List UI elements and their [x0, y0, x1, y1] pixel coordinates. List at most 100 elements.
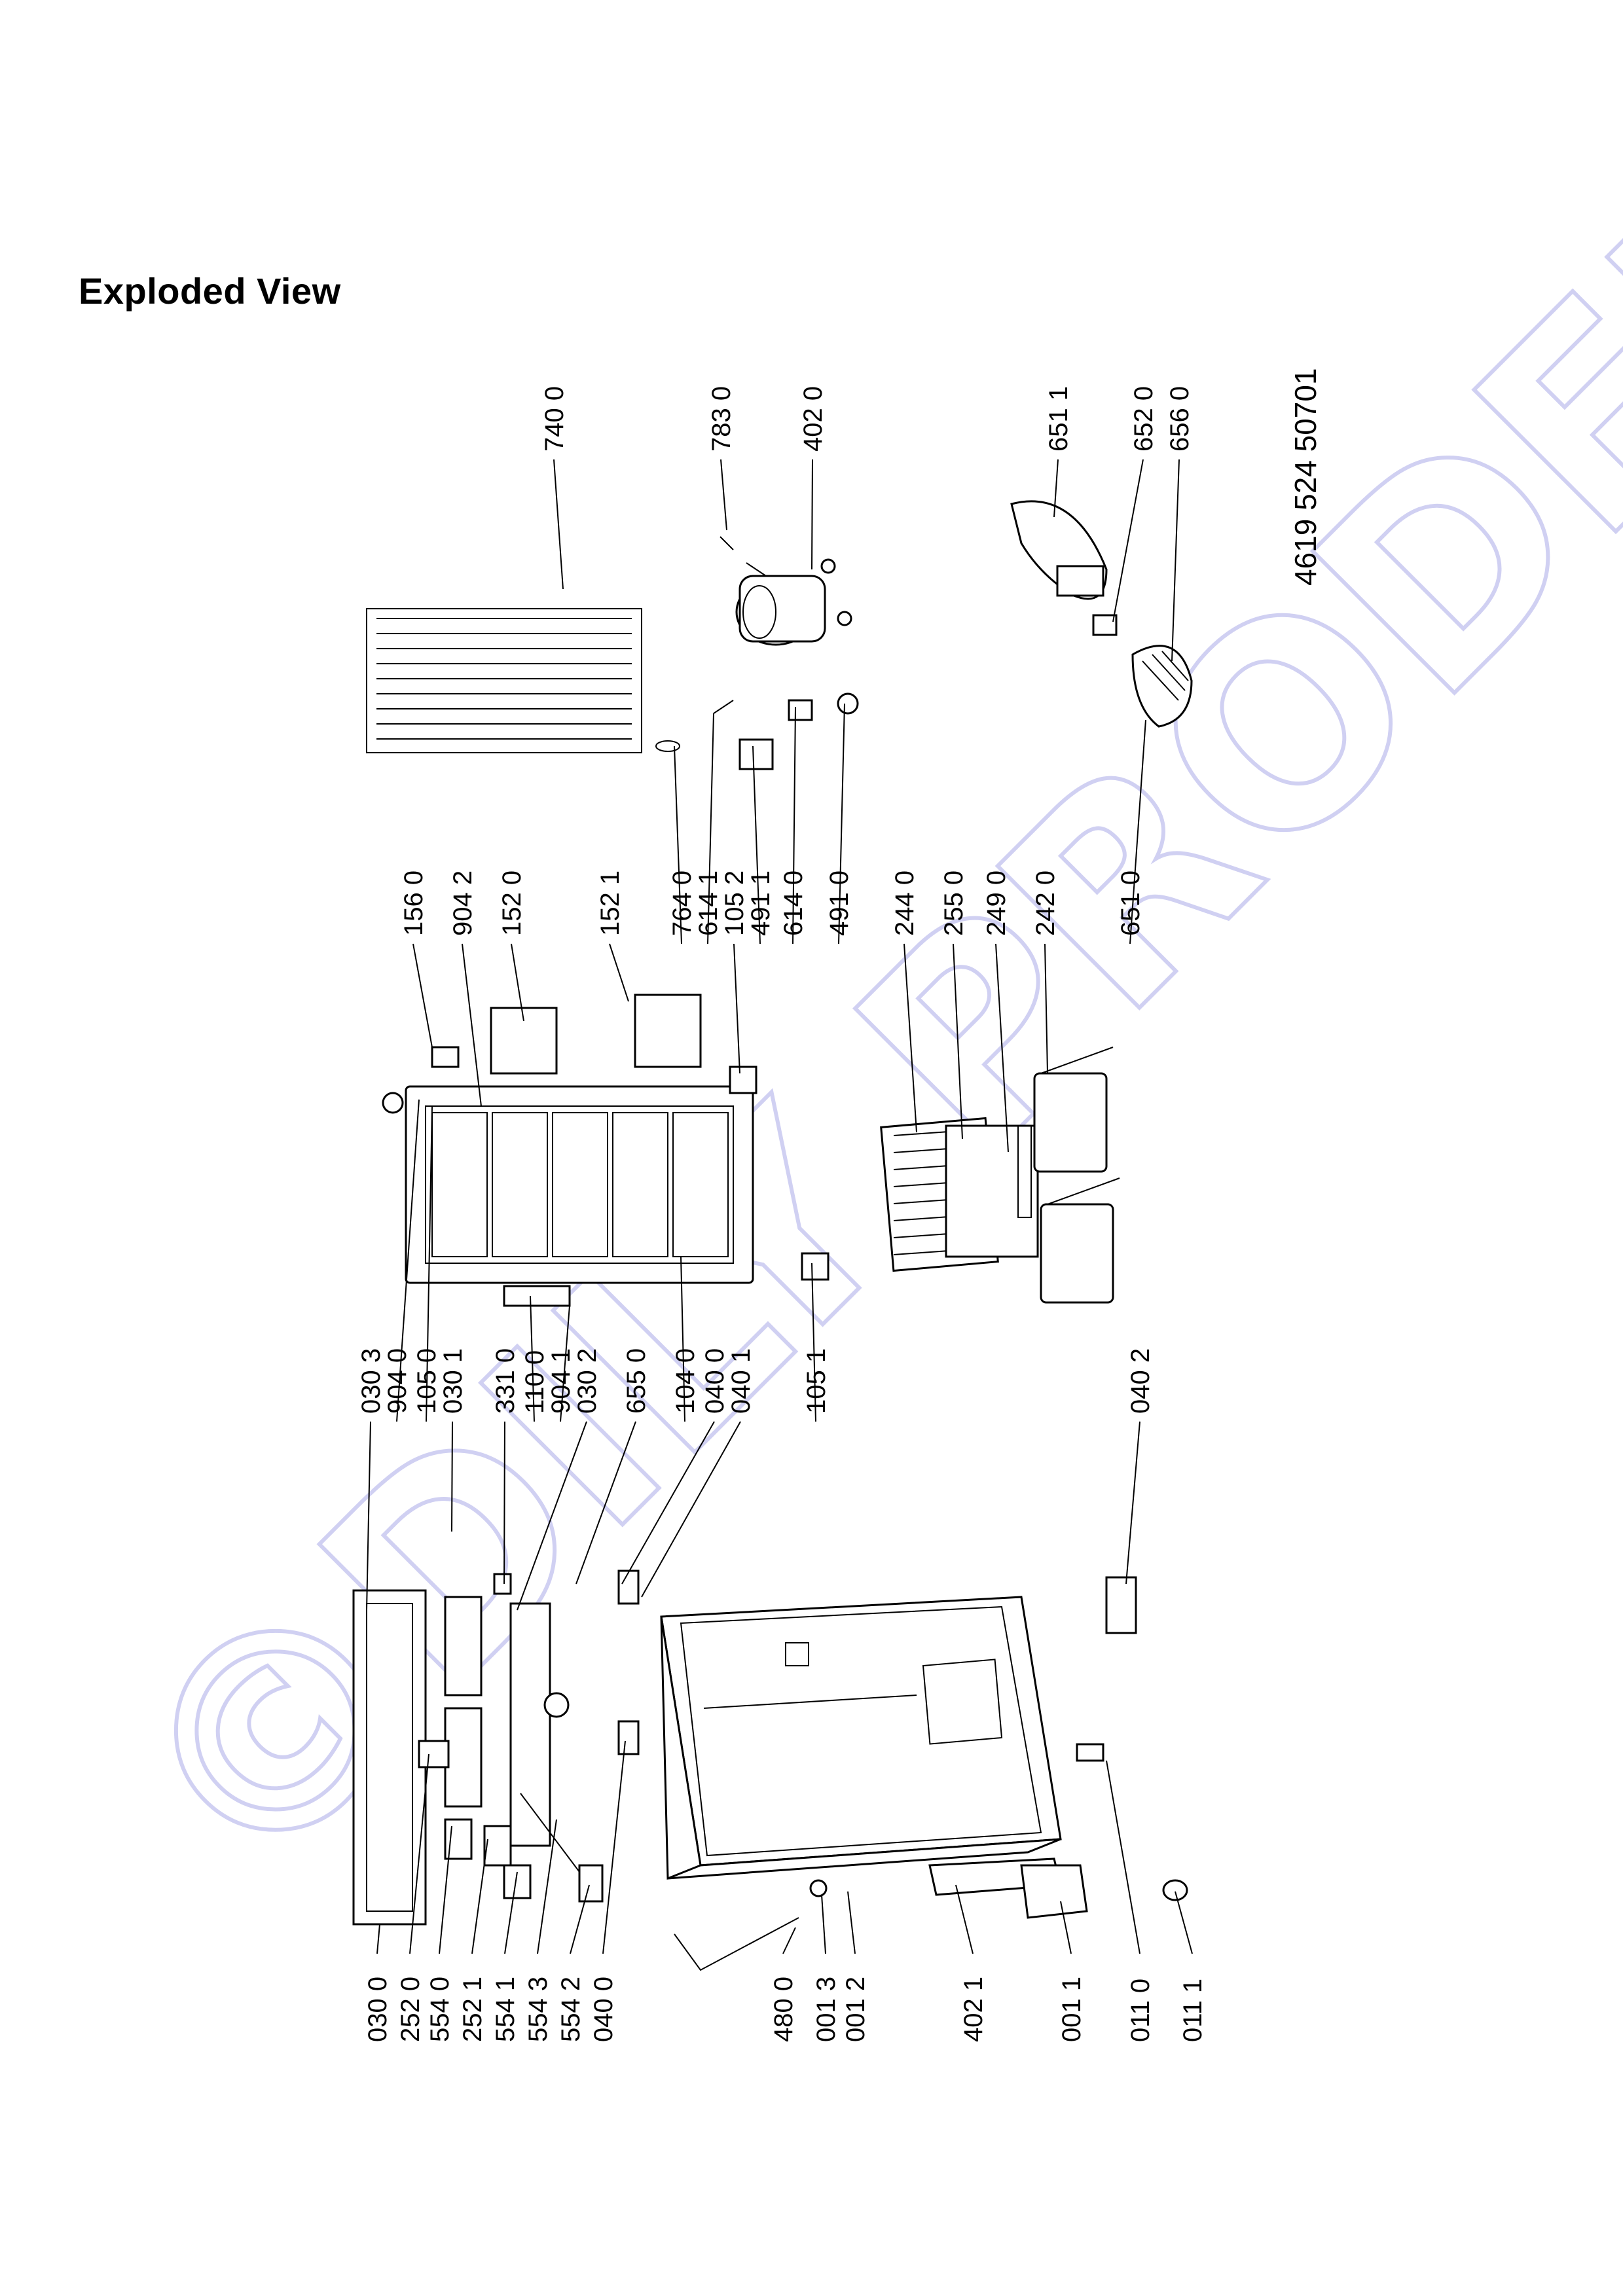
part-label: 554 1 — [491, 1977, 520, 2042]
cabinet — [660, 1596, 1062, 1880]
leader-line — [792, 706, 796, 944]
door-compartment — [492, 1112, 548, 1257]
part-label: 740 0 — [540, 386, 569, 452]
leader-line — [439, 1825, 452, 1954]
part-label: 104 0 — [671, 1348, 700, 1414]
part-label: 480 0 — [769, 1977, 798, 2042]
feet-and-fixtures — [674, 1743, 1188, 1971]
leader-line — [720, 459, 727, 531]
leader-line — [1171, 459, 1180, 662]
leader-line — [1129, 719, 1146, 944]
leader-line — [1053, 459, 1059, 518]
part-label: 554 0 — [426, 1977, 454, 2042]
part-label: 402 0 — [799, 386, 828, 452]
part-label: 904 2 — [448, 870, 477, 936]
leader-line — [838, 703, 845, 944]
cabinet-base — [928, 1857, 1088, 1919]
leader-line — [530, 1295, 535, 1422]
part-label: 156 0 — [399, 870, 428, 936]
leader-line — [376, 1924, 380, 1954]
page-title: Exploded View — [79, 270, 341, 312]
leader-line — [511, 943, 524, 1022]
leader-line — [752, 745, 761, 944]
part-label: 011 0 — [1126, 1979, 1155, 2042]
part-label: 255 0 — [939, 870, 968, 936]
door — [382, 1085, 754, 1307]
leader-line — [641, 1421, 741, 1598]
leader-line — [1106, 1760, 1140, 1954]
part-label: 655 0 — [622, 1348, 651, 1414]
condenser-coil — [366, 608, 642, 753]
leader-line — [602, 1740, 626, 1954]
fan-assembly — [1010, 500, 1193, 728]
leader-line — [1112, 459, 1144, 622]
part-label: 030 2 — [573, 1348, 602, 1414]
leader-line — [680, 1256, 685, 1422]
part-label: 001 3 — [812, 1977, 841, 2042]
leader-line — [621, 1421, 715, 1585]
leader-line — [953, 943, 963, 1139]
leader-line — [1175, 1891, 1193, 1954]
leader-line — [782, 1927, 796, 1954]
part-label: 001 1 — [1057, 1977, 1086, 2042]
leader-lines — [366, 459, 1193, 1954]
leader-line — [1060, 1901, 1072, 1954]
part-label: 030 0 — [363, 1977, 392, 2042]
part-label: 904 1 — [547, 1348, 575, 1414]
leader-line — [366, 1421, 371, 1611]
hinge-parts — [431, 1046, 830, 1281]
leader-line — [471, 1839, 488, 1954]
part-label: 656 0 — [1165, 386, 1194, 452]
part-label: 252 0 — [396, 1977, 425, 2042]
leader-line — [462, 943, 482, 1107]
part-label: 105 0 — [412, 1348, 441, 1414]
cabinet-hinges — [617, 1570, 1137, 1755]
part-label: 030 1 — [439, 1348, 467, 1414]
leader-line — [733, 943, 740, 1074]
leader-line — [995, 943, 1009, 1153]
door-compartment — [552, 1112, 608, 1257]
part-label: 554 3 — [524, 1977, 553, 2042]
part-label: 783 0 — [707, 386, 736, 452]
leader-line — [609, 943, 629, 1002]
leader-line — [707, 713, 714, 944]
part-label: 040 0 — [589, 1977, 618, 2042]
leader-line — [903, 943, 917, 1133]
drawers — [1033, 1047, 1120, 1304]
door-compartment — [431, 1112, 488, 1257]
leader-line — [560, 1305, 570, 1422]
part-label: 244 0 — [890, 870, 919, 936]
part-label: 110 0 — [520, 1350, 549, 1414]
leader-line — [1044, 943, 1048, 1074]
part-label: 152 0 — [498, 870, 526, 936]
part-label: 491 0 — [825, 870, 854, 936]
relay-parts — [655, 692, 859, 770]
part-label: 402 1 — [959, 1977, 988, 2042]
part-label: 614 0 — [779, 870, 808, 936]
door-compartment — [672, 1112, 729, 1257]
leader-line — [811, 1263, 816, 1422]
part-label: 614 1 — [694, 870, 723, 936]
part-label: 011 1 — [1178, 1979, 1207, 2042]
part-label: 652 0 — [1129, 386, 1158, 452]
leader-line — [955, 1884, 974, 1954]
compressor — [720, 536, 852, 646]
part-label: 554 2 — [556, 1977, 585, 2042]
shelf-grids — [880, 1117, 1039, 1272]
leader-line — [847, 1891, 856, 1954]
leader-line — [575, 1421, 636, 1585]
leader-line — [409, 1753, 429, 1954]
part-label: 105 1 — [802, 1348, 831, 1414]
part-label: 651 1 — [1044, 386, 1073, 452]
leader-line — [537, 1819, 557, 1954]
part-label: 651 0 — [1116, 870, 1145, 936]
leader-line — [553, 459, 564, 590]
leader-line — [426, 1105, 433, 1422]
part-label: 040 0 — [701, 1348, 729, 1414]
part-label: 001 2 — [841, 1977, 870, 2042]
part-label: 764 0 — [668, 870, 697, 936]
part-label: 030 3 — [357, 1348, 386, 1414]
leader-line — [570, 1884, 590, 1954]
